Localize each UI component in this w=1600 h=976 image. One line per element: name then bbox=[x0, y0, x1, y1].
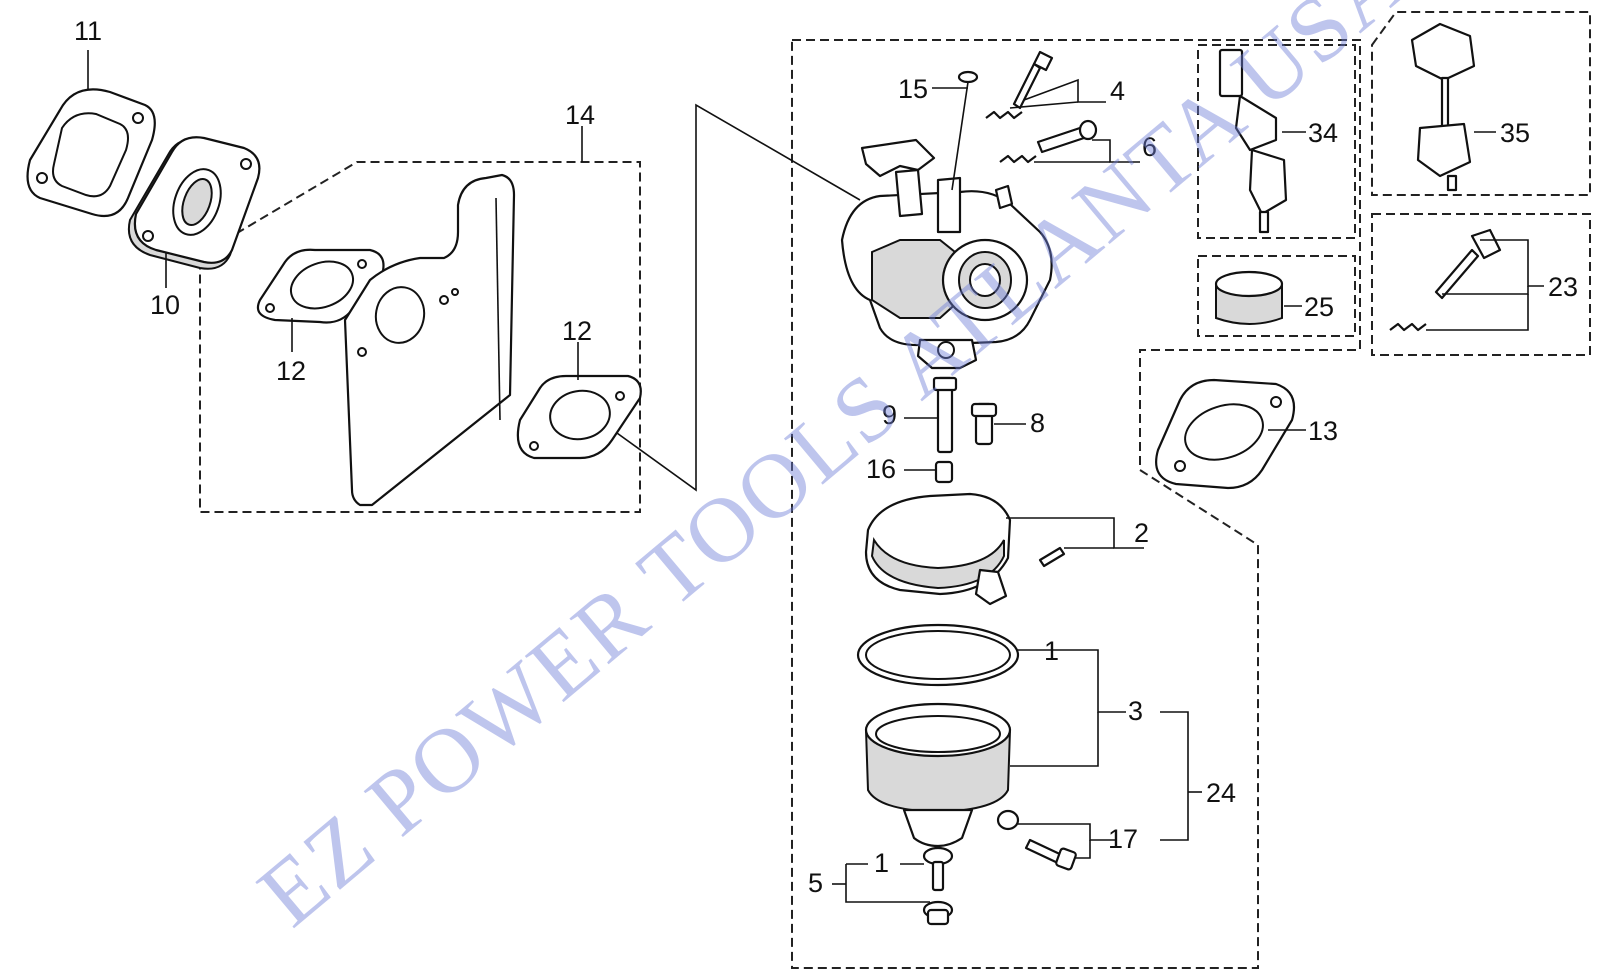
part-12-gasket-right bbox=[516, 374, 642, 460]
part-carburetor-body bbox=[840, 138, 1053, 370]
callout-14: 14 bbox=[565, 100, 595, 130]
part-4-pilot-screw bbox=[985, 50, 1054, 120]
callout-24: 24 bbox=[1206, 778, 1236, 808]
callout-11: 11 bbox=[74, 16, 102, 46]
callout-4: 4 bbox=[1110, 76, 1125, 106]
group-box-23 bbox=[1371, 213, 1591, 356]
callout-12-right: 12 bbox=[562, 316, 592, 346]
part-1-float-chamber-gasket bbox=[856, 623, 1020, 687]
connector-line bbox=[609, 103, 861, 492]
callout-13: 13 bbox=[1308, 416, 1338, 446]
callout-labels: 11 10 14 12 12 15 4 6 9 8 16 2 1 3 24 17… bbox=[74, 16, 1578, 898]
part-16-main-jet bbox=[934, 460, 954, 484]
part-9-main-nozzle bbox=[932, 376, 958, 454]
part-8-slow-jet bbox=[970, 402, 998, 446]
part-12-gasket-left bbox=[256, 248, 385, 324]
callout-35: 35 bbox=[1500, 118, 1530, 148]
part-17-drain-screw bbox=[996, 809, 1077, 871]
callout-12-left: 12 bbox=[276, 356, 306, 386]
part-34-choke-lever bbox=[1218, 48, 1288, 234]
group-box-carburetor bbox=[791, 39, 1361, 969]
part-23-drain-screw bbox=[1389, 228, 1502, 332]
callout-3: 3 bbox=[1128, 696, 1143, 726]
part-35-choke-assembly bbox=[1410, 22, 1476, 192]
part-11-gasket bbox=[26, 88, 156, 218]
part-6-throttle-screw bbox=[999, 119, 1098, 164]
part-2-float bbox=[864, 492, 1066, 606]
group-box-35 bbox=[1371, 11, 1591, 196]
part-15-screw bbox=[951, 70, 979, 191]
part-10-insulator bbox=[128, 136, 261, 270]
part-25-cap bbox=[1214, 270, 1284, 325]
callout-1-upper: 1 bbox=[1044, 636, 1059, 666]
callout-10: 10 bbox=[150, 290, 180, 320]
callout-8: 8 bbox=[1030, 408, 1045, 438]
part-14-heat-shield bbox=[343, 173, 516, 507]
callout-15: 15 bbox=[898, 74, 928, 104]
callout-16: 16 bbox=[866, 454, 896, 484]
callout-25: 25 bbox=[1304, 292, 1334, 322]
group-box-25 bbox=[1197, 255, 1356, 337]
callout-2: 2 bbox=[1134, 518, 1149, 548]
leader-lines bbox=[87, 50, 1544, 903]
callout-23: 23 bbox=[1548, 272, 1578, 302]
callout-17: 17 bbox=[1108, 824, 1138, 854]
callout-6: 6 bbox=[1142, 132, 1157, 162]
callout-1-lower: 1 bbox=[874, 848, 889, 878]
part-13-gasket bbox=[1155, 378, 1296, 490]
callout-34: 34 bbox=[1308, 118, 1338, 148]
group-box-34 bbox=[1197, 44, 1356, 239]
part-5-bolt bbox=[922, 846, 954, 926]
callout-9: 9 bbox=[882, 400, 897, 430]
part-3-float-chamber bbox=[864, 702, 1012, 848]
callout-5: 5 bbox=[808, 868, 823, 898]
